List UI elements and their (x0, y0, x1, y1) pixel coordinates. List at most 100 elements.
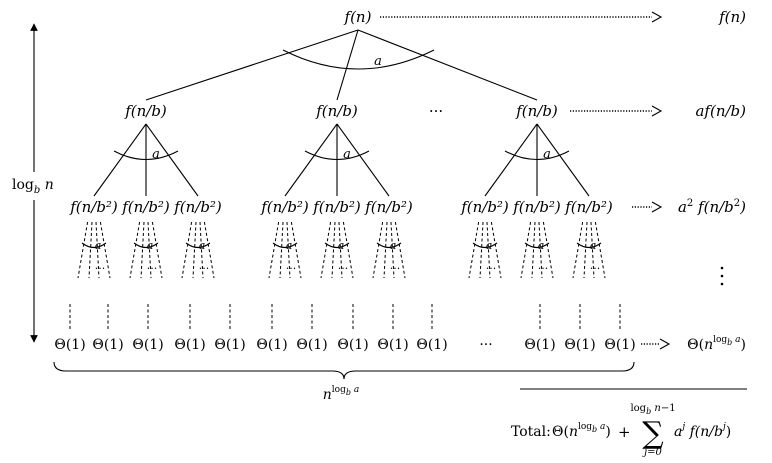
subtree-dashed-line (77, 221, 89, 279)
subtree-dashed-line (590, 221, 595, 279)
branch-arc (576, 242, 602, 249)
root-branch-line (145, 29, 359, 101)
subtree-dashed-line (468, 221, 480, 279)
level2-node: f(n/b²) (312, 198, 361, 216)
subtree-ellipsis: ··· (286, 262, 297, 275)
leaf-node: Θ(1) (296, 337, 327, 353)
subtree-dashed-line (95, 221, 100, 279)
branch-arc (185, 242, 211, 249)
subtree-dashed-line (99, 221, 111, 279)
root-node: f(n) (344, 8, 372, 26)
leaf-node: Θ(1) (564, 337, 595, 353)
subtree-dashed-line (151, 221, 163, 279)
subtree-ellipsis: ··· (95, 262, 106, 275)
subtree-dashed-line (203, 221, 215, 279)
root-branch-line (357, 29, 538, 101)
level2-node: f(n/b²) (364, 198, 413, 216)
leaf-node: Θ(1) (132, 337, 163, 353)
leaf-node: Θ(1) (174, 337, 205, 353)
branch-arc (133, 242, 159, 249)
subtree-dashed-line (268, 221, 280, 279)
leaf-node: Θ(1) (214, 337, 245, 353)
level2-node: f(n/b²) (260, 198, 309, 216)
leaf-node: Θ(1) (92, 337, 123, 353)
leaf-node: Θ(1) (377, 337, 408, 353)
subtree-dashed-line (372, 221, 384, 279)
root-branch-line (336, 29, 359, 101)
leaf-count-brace (53, 361, 635, 380)
level1-branch-line (93, 123, 147, 197)
subtree-dashed-line (129, 221, 141, 279)
subtree-ellipsis: ··· (390, 262, 401, 275)
leaf-level-cost: Θ(nlogb a) (687, 335, 746, 353)
branch-label: a (95, 239, 102, 252)
subtree-dashed-line (531, 221, 536, 279)
branch-label: a (147, 239, 154, 252)
level1-node-right: f(n/b) (515, 102, 558, 120)
level2-node: f(n/b²) (512, 198, 561, 216)
vertical-ellipsis-dot (720, 282, 724, 286)
leaf-node: Θ(1) (54, 337, 85, 353)
branch-arc (282, 49, 435, 70)
level1-node-middle: f(n/b) (315, 102, 358, 120)
sum-sign: ∑ (642, 416, 664, 451)
subtree-dashed-line (490, 221, 502, 279)
dotted-arrow-head (651, 201, 663, 213)
subtree-dashed-line (390, 221, 395, 279)
subtree-dashed-line (479, 221, 484, 279)
leaf-node: Θ(1) (524, 337, 555, 353)
vertical-ellipsis-dot (720, 266, 724, 270)
subtree-dashed-line (192, 221, 197, 279)
level2-node: f(n/b²) (460, 198, 509, 216)
vertical-ellipsis-dot (720, 274, 724, 278)
subtree-dashed-line (286, 221, 291, 279)
subtree-dashed-line (486, 221, 491, 279)
branch-label: a (286, 239, 293, 252)
branch-arc (113, 150, 179, 160)
subtree-ellipsis: ··· (147, 262, 158, 275)
subtree-dashed-line (181, 221, 193, 279)
level2-cost: a2 f(n/b2) (678, 198, 746, 216)
sum-lower-limit: j=0 (642, 447, 662, 458)
branch-arc (324, 242, 350, 249)
branch-label: a (199, 239, 206, 252)
leaf-count-label: nlogb a (323, 385, 359, 403)
dotted-arrow-head (651, 11, 663, 23)
subtree-ellipsis: ··· (199, 262, 210, 275)
subtree-dashed-line (342, 221, 354, 279)
branch-arc (304, 150, 370, 160)
branch-arc (81, 242, 107, 249)
level1-branch-line (145, 123, 199, 197)
level1-branch-line (536, 123, 590, 197)
branch-label: a (543, 147, 551, 162)
leaf-node: Θ(1) (604, 337, 635, 353)
subtree-dashed-line (583, 221, 588, 279)
branch-arc (524, 242, 550, 249)
leaf-node: Θ(1) (337, 337, 368, 353)
level1-branch-line (336, 123, 390, 197)
subtree-ellipsis: ··· (338, 262, 349, 275)
level1-node-left: f(n/b) (124, 102, 167, 120)
level2-node: f(n/b²) (121, 198, 170, 216)
total-label: Total: (511, 424, 551, 440)
root-level-cost: f(n) (718, 8, 746, 26)
branch-arc (272, 242, 298, 249)
branch-arc (376, 242, 402, 249)
subtree-ellipsis: ··· (590, 262, 601, 275)
branch-arc (504, 150, 570, 160)
branch-label: a (338, 239, 345, 252)
level2-node: f(n/b²) (69, 198, 118, 216)
subtree-dashed-line (88, 221, 93, 279)
branch-label: a (152, 147, 160, 162)
branch-label: a (538, 239, 545, 252)
subtree-dashed-line (538, 221, 543, 279)
leaf-node: Θ(1) (256, 337, 287, 353)
dotted-arrow-head (659, 338, 671, 350)
subtree-dashed-line (594, 221, 606, 279)
leaf-node: Θ(1) (416, 337, 447, 353)
subtree-dashed-line (338, 221, 343, 279)
subtree-dashed-line (520, 221, 532, 279)
subtree-dashed-line (140, 221, 145, 279)
subtree-dashed-line (320, 221, 332, 279)
